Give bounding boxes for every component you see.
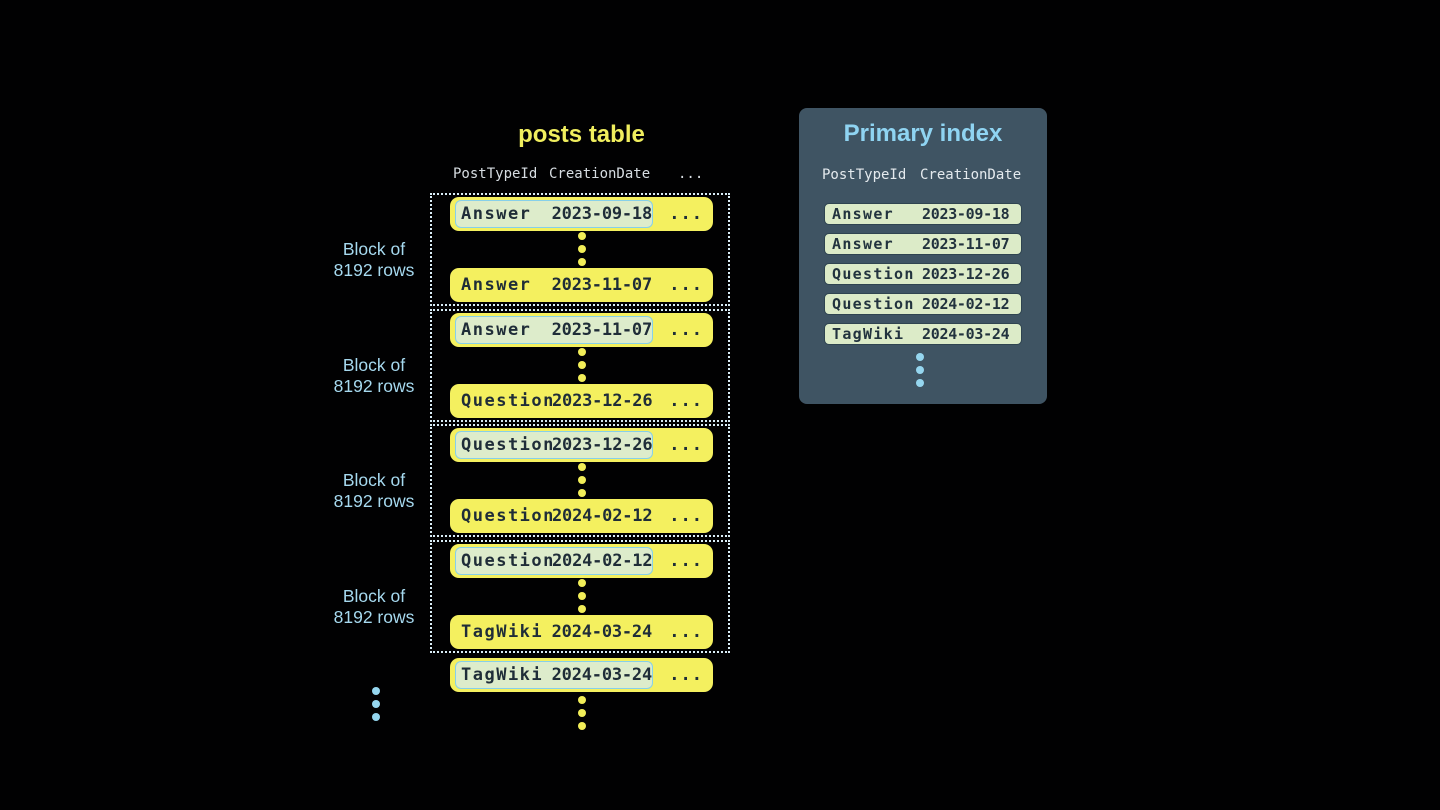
indexed-row-highlight: TagWiki 2024-03-24 — [455, 661, 653, 689]
block-label: Block of 8192 rows — [333, 585, 415, 627]
ellipsis-dots — [916, 353, 924, 387]
block-label: Block of 8192 rows — [333, 354, 415, 396]
ellipsis-dots — [577, 463, 586, 497]
index-entry: Answer 2023-11-07 — [824, 233, 1022, 255]
more-blocks-ellipsis-dots — [372, 687, 380, 721]
more-columns-cell: ... — [669, 320, 703, 340]
more-columns-cell: ... — [669, 391, 703, 411]
index-header-creationdate: CreationDate — [920, 167, 1022, 183]
table-row: TagWiki 2024-03-24 ... — [450, 658, 713, 692]
post-type-cell: Question — [832, 295, 915, 313]
ellipsis-dots — [577, 232, 586, 266]
creation-date-cell: 2023-11-07 — [551, 320, 653, 340]
table-row: Answer 2023-11-07 ... — [450, 313, 713, 347]
posts-header-more-columns: ... — [678, 166, 704, 182]
post-type-cell: Question — [461, 551, 555, 571]
more-columns-cell: ... — [669, 506, 703, 526]
post-type-cell: Question — [461, 435, 555, 455]
creation-date-cell: 2024-02-12 — [552, 506, 653, 526]
more-columns-cell: ... — [669, 551, 703, 571]
row-cells: Answer 2023-11-07 — [455, 271, 653, 299]
table-row: Answer 2023-11-07 ... — [450, 268, 713, 302]
post-type-cell: TagWiki — [832, 325, 905, 343]
creation-date-cell: 2024-03-24 — [922, 325, 1010, 343]
indexed-row-highlight: Answer 2023-11-07 — [455, 316, 653, 344]
block-label: Block of 8192 rows — [333, 469, 415, 511]
posts-header-creationdate: CreationDate — [549, 166, 651, 182]
post-type-cell: Question — [832, 265, 915, 283]
index-entry: Question 2023-12-26 — [824, 263, 1022, 285]
primary-index-title: Primary index — [843, 120, 1003, 147]
post-type-cell: Answer — [461, 320, 532, 340]
ellipsis-dots — [577, 696, 586, 730]
index-entry: Answer 2023-09-18 — [824, 203, 1022, 225]
more-columns-cell: ... — [669, 665, 703, 685]
row-block-2: Block of 8192 rows Answer 2023-11-07 ...… — [334, 309, 730, 422]
row-cells: Question 2023-12-26 — [455, 387, 653, 415]
table-row: Question 2024-02-12 ... — [450, 544, 713, 578]
table-row: Answer 2023-09-18 ... — [450, 197, 713, 231]
row-cells: Question 2024-02-12 — [455, 502, 653, 530]
table-row: Question 2023-12-26 ... — [450, 428, 713, 462]
post-type-cell: Answer — [461, 204, 532, 224]
indexed-row-highlight: Answer 2023-09-18 — [455, 200, 653, 228]
post-type-cell: Answer — [832, 235, 894, 253]
ellipsis-dots — [577, 579, 586, 613]
table-row: TagWiki 2024-03-24 ... — [450, 615, 713, 649]
row-block-1: Block of 8192 rows Answer 2023-09-18 ...… — [334, 193, 730, 306]
post-type-cell: Question — [461, 506, 555, 526]
creation-date-cell: 2023-11-07 — [551, 275, 653, 295]
creation-date-cell: 2024-02-12 — [552, 551, 653, 571]
post-type-cell: TagWiki — [461, 665, 544, 685]
creation-date-cell: 2024-03-24 — [551, 622, 653, 642]
more-columns-cell: ... — [669, 275, 703, 295]
index-header-posttypeid: PostTypeId — [822, 167, 907, 183]
creation-date-cell: 2024-02-12 — [922, 295, 1010, 313]
table-row: Question 2024-02-12 ... — [450, 499, 713, 533]
ellipsis-dots — [577, 348, 586, 382]
creation-date-cell: 2023-09-18 — [551, 204, 653, 224]
block-label: Block of 8192 rows — [333, 238, 415, 280]
post-type-cell: TagWiki — [461, 622, 544, 642]
row-block-3: Block of 8192 rows Question 2023-12-26 .… — [334, 424, 730, 537]
posts-header-posttypeid: PostTypeId — [453, 166, 538, 182]
row-cells: TagWiki 2024-03-24 — [455, 618, 653, 646]
index-entry: TagWiki 2024-03-24 — [824, 323, 1022, 345]
creation-date-cell: 2024-03-24 — [551, 665, 653, 685]
creation-date-cell: 2023-12-26 — [552, 435, 653, 455]
creation-date-cell: 2023-11-07 — [922, 235, 1010, 253]
post-type-cell: Question — [461, 391, 555, 411]
creation-date-cell: 2023-12-26 — [922, 265, 1010, 283]
creation-date-cell: 2023-09-18 — [922, 205, 1010, 223]
post-type-cell: Answer — [461, 275, 532, 295]
creation-date-cell: 2023-12-26 — [552, 391, 653, 411]
index-entry: Question 2024-02-12 — [824, 293, 1022, 315]
post-type-cell: Answer — [832, 205, 894, 223]
more-columns-cell: ... — [669, 204, 703, 224]
posts-table-title: posts table — [518, 121, 645, 148]
table-row: Question 2023-12-26 ... — [450, 384, 713, 418]
more-columns-cell: ... — [669, 435, 703, 455]
indexed-row-highlight: Question 2023-12-26 — [455, 431, 653, 459]
indexed-row-highlight: Question 2024-02-12 — [455, 547, 653, 575]
primary-index-panel: Primary index PostTypeId CreationDate An… — [799, 108, 1047, 404]
more-columns-cell: ... — [669, 622, 703, 642]
row-block-4: Block of 8192 rows Question 2024-02-12 .… — [334, 540, 730, 653]
